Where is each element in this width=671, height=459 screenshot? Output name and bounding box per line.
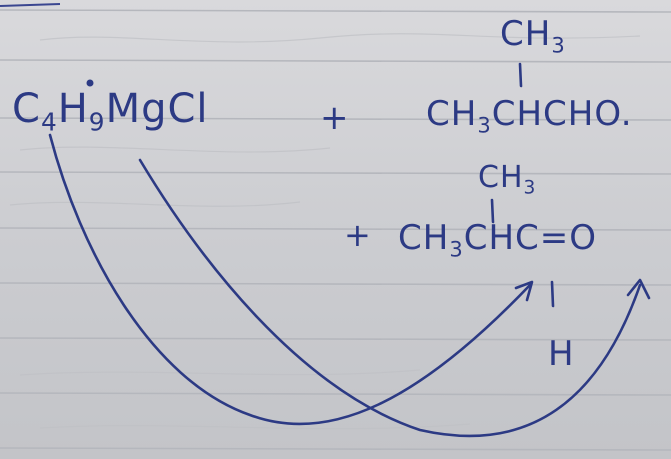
- reagent-mgcl: MgCl: [105, 86, 209, 132]
- bleed-through-scribble: [9, 201, 301, 207]
- bleed-through-scribble: [19, 146, 331, 153]
- grignard-reagent: C4H9MgCl: [12, 86, 209, 137]
- arrowhead-carbonyl-carbon: [514, 280, 534, 302]
- reagent-hydrogen-count: 9: [88, 107, 106, 137]
- arrow-to-carbonyl-oxygen: [138, 158, 642, 438]
- carbonyl-methyl-branch: CH3: [478, 160, 537, 199]
- rule-line: [0, 171, 671, 175]
- rule-line: [0, 447, 671, 451]
- bleed-through-scribble: [39, 33, 641, 43]
- rule-line: [0, 392, 671, 396]
- reagent-carbon-count: 4: [40, 107, 58, 137]
- rule-line: [0, 282, 671, 286]
- rule-line: [0, 117, 671, 121]
- carbonyl-branch-bond: [490, 198, 495, 224]
- carbonyl-hydrogen: H: [548, 334, 575, 374]
- reagent-hydrogen: H: [57, 86, 89, 132]
- arrow-to-carbonyl-carbon: [48, 133, 532, 426]
- bleed-through-scribble: [19, 369, 421, 376]
- top-edge-stroke: [0, 3, 61, 7]
- rule-line: [0, 337, 671, 341]
- plus-sign: +: [320, 98, 350, 138]
- aldehyde-vertical-bond: [518, 62, 523, 88]
- carbonyl-formula: CH3CHC=O: [398, 218, 598, 262]
- aldehyde-methyl-branch: CH3: [500, 14, 566, 58]
- plus-sign-two: +: [344, 216, 372, 254]
- rule-line: [0, 227, 671, 231]
- arrowhead-carbonyl-oxygen: [626, 278, 651, 300]
- carbonyl-h-bond: [550, 280, 555, 308]
- reagent-carbon: C: [12, 86, 41, 132]
- aldehyde-formula: CH3CHCHO.: [426, 94, 633, 138]
- rule-line: [0, 9, 671, 13]
- rule-line: [0, 59, 671, 63]
- electron-dot: [86, 79, 94, 87]
